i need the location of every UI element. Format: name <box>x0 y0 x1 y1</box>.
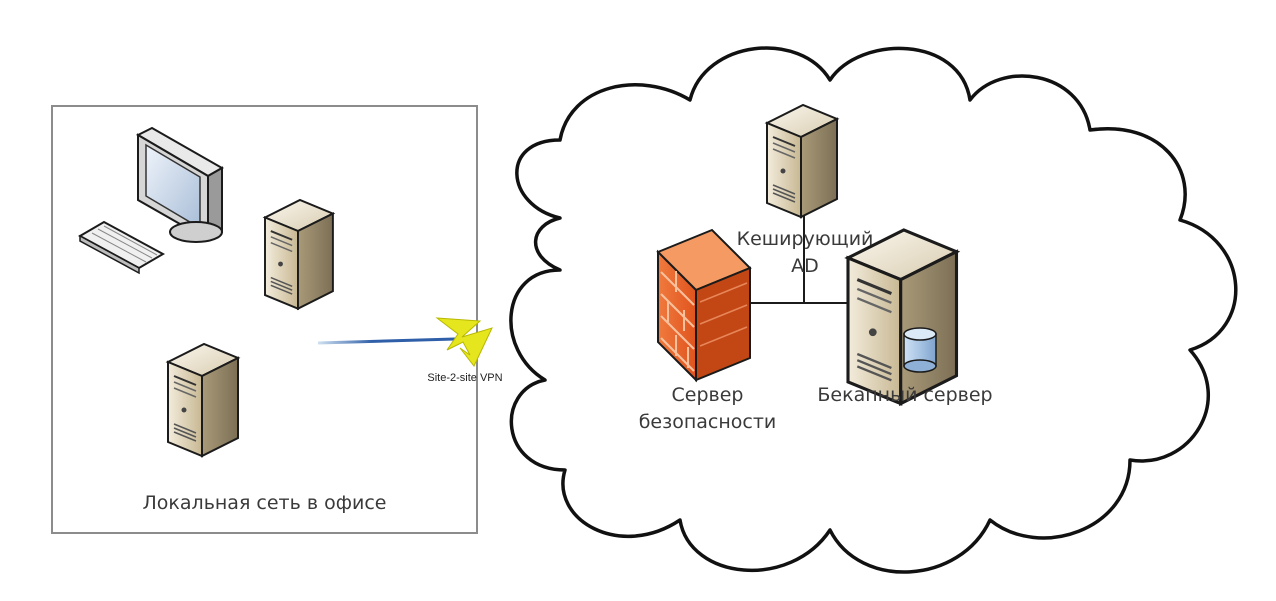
firewall-label-line1: Сервер <box>671 384 744 406</box>
cache-ad-label-line2: AD <box>791 255 819 277</box>
vpn-label: Site-2-site VPN <box>427 372 503 384</box>
desktop-computer-icon <box>135 126 225 243</box>
office-network-box <box>51 105 478 534</box>
cache-ad-server-icon <box>766 104 838 218</box>
database-icon <box>903 327 937 373</box>
lightning-bolt-icon <box>435 317 493 367</box>
keyboard-icon <box>77 220 166 275</box>
vpn-link <box>317 317 608 367</box>
backup-server-label: Бекапный сервер <box>817 384 993 406</box>
firewall-icon <box>656 228 752 383</box>
office-server-2-icon <box>167 343 239 457</box>
office-network-label: Локальная сеть в офисе <box>142 492 387 514</box>
cache-ad-label-line1: Кеширующий <box>736 228 874 250</box>
office-server-1-icon <box>264 199 334 310</box>
firewall-label-line2: безопасности <box>638 411 777 433</box>
